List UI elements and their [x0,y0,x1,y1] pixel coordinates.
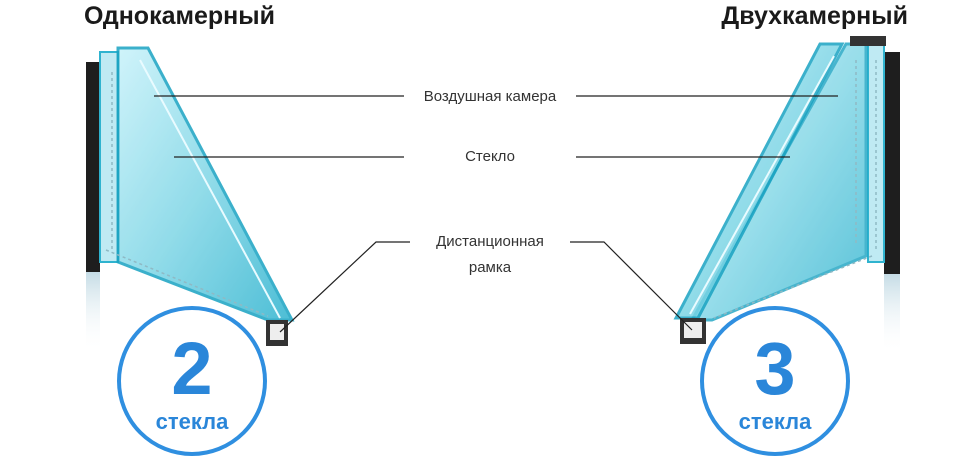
spacer-base-left [105,249,269,317]
title-double-chamber: Двухкамерный [721,2,908,30]
glass-pane-back-left [99,51,119,263]
leader-lines [154,95,838,333]
label-spacer-line1: Дистанционная [436,233,544,250]
frame-back-left [86,62,100,272]
badge-left-number: 2 [171,327,213,410]
label-glass: Стекло [465,148,515,165]
spacer-frame-inner-left [270,324,284,340]
frame-reflection-right [884,274,900,354]
glass-pane-front-left [116,46,295,322]
title-single-chamber: Однокамерный [84,2,275,30]
single-chamber-unit [86,46,295,352]
leader-spacer-right [570,241,693,331]
leader-spacer-left [279,241,410,333]
frame-back-right [884,52,900,274]
label-spacer-frame: Дистанционная рамка [400,229,580,281]
badge-left-word: стекла [155,409,229,434]
label-spacer-line2: рамка [468,259,512,276]
top-cap-right [850,36,886,46]
double-chamber-unit [673,36,900,354]
spacer-base-right [713,255,873,319]
label-air-chamber: Воздушная камера [423,88,557,105]
badge-right-word: стекла [738,409,812,434]
badge-two-panes: 2 стекла [117,306,267,456]
glass-edge-left [139,59,281,319]
badge-right-number: 3 [754,327,796,410]
glass-edge-right [689,55,835,315]
badge-three-panes: 3 стекла [700,306,850,456]
frame-reflection-left [86,272,100,352]
